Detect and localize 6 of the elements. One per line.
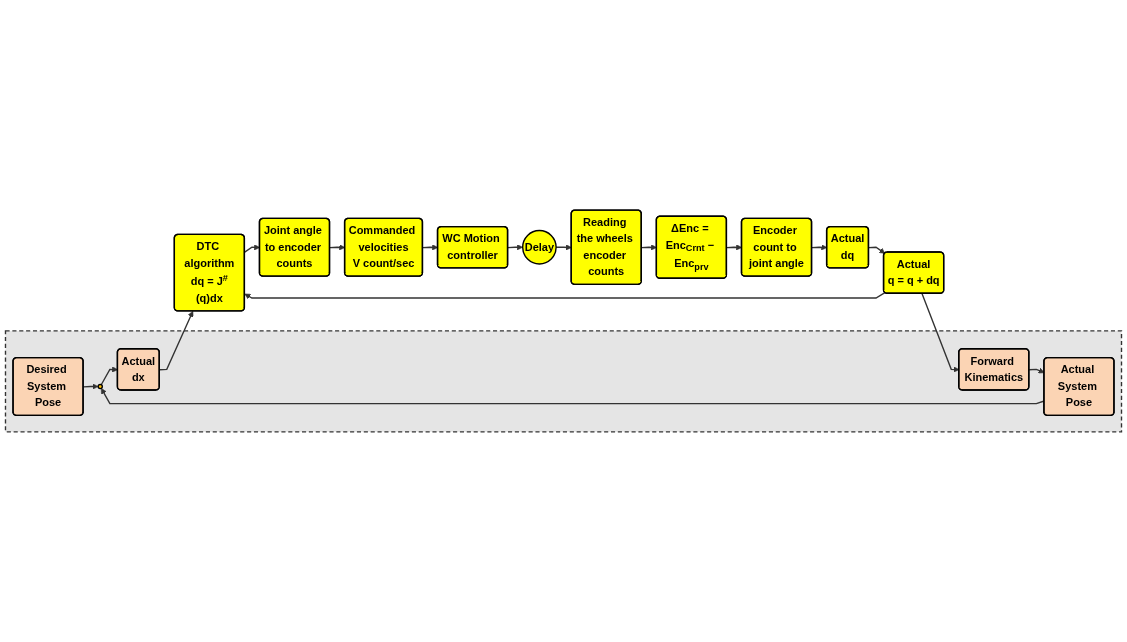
cluster	[4, 330, 1123, 433]
arrow	[244, 291, 886, 300]
arrow	[868, 246, 886, 254]
arrow	[507, 244, 523, 251]
node-circle: Delay	[522, 229, 557, 265]
node-circle	[97, 383, 103, 390]
